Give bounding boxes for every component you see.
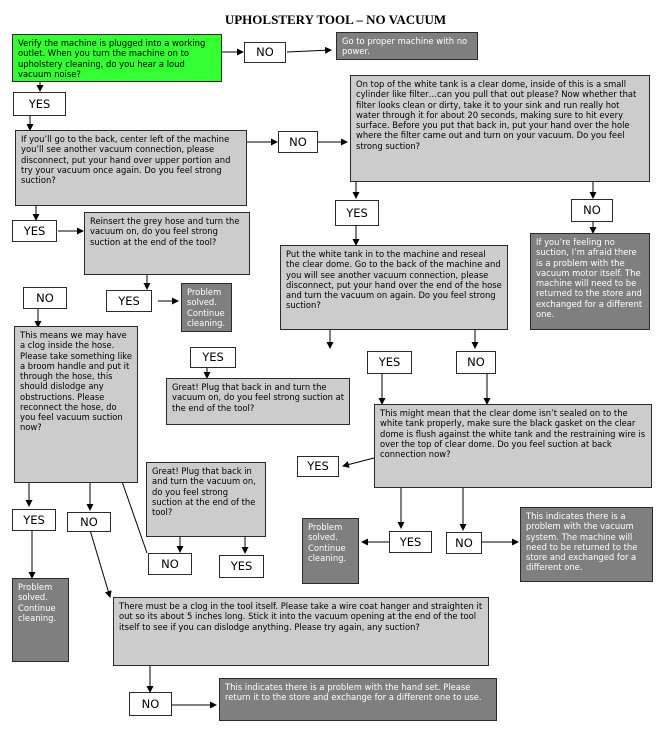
problem-solved-box-1: Problem solved. Continue cleaning. [181,283,232,332]
no-label-hose-clog: NO [67,512,111,532]
problem-solved-box-3: Problem solved. Continue cleaning. [12,578,69,662]
yes-label-dome-seal-2: YES [389,531,432,553]
yes-label-plug-back-2: YES [219,555,264,578]
yes-label-reinsert-hose: YES [106,290,152,312]
no-label-filter: NO [571,199,613,222]
page-title: UPHOLSTERY TOOL – NO VACUUM [224,12,447,27]
no-label-reinsert-hose: NO [23,287,67,309]
vacuum-system-problem-box: This indicates there is a problem with t… [520,507,653,582]
no-label-back-connection: NO [278,131,318,153]
plug-back-question-box-1: Great! Plug that back in and turn the va… [166,378,350,425]
problem-solved-box-2: Problem solved. Continue cleaning. [302,518,359,584]
no-label-dome-seal: NO [446,532,482,554]
no-label-start: NO [244,42,286,63]
vacuum-motor-problem-box: If you’re feeling no suction, I’m afraid… [530,233,650,330]
back-connection-question-box: If you’ll go to the back, center left of… [15,130,247,206]
reseal-dome-question-box: Put the white tank in to the machine and… [280,245,508,330]
wrong-machine-box: Go to proper machine with no power. [336,32,478,60]
yes-label-dome-seal: YES [297,456,339,477]
plug-back-question-box-2: Great! Plug that back in and turn the va… [146,462,266,537]
no-label-reseal-dome: NO [456,351,496,374]
filter-question-box: On top of the white tank is a clear dome… [350,75,650,182]
hand-set-problem-box: This indicates there is a problem with t… [219,678,497,721]
clear-dome-seal-question-box: This might mean that the clear dome isn’… [374,404,652,488]
start-question-box: Verify the machine is plugged into a wor… [12,34,222,82]
yes-label-back-connection: YES [12,220,57,242]
yes-label-reseal-dome: YES [367,351,412,374]
hose-clog-question-box: This means we may have a clog inside the… [14,326,138,483]
yes-label-plug-back-1: YES [190,347,236,368]
yes-label-start: YES [13,92,66,116]
reinsert-hose-question-box: Reinsert the grey hose and turn the vacu… [84,212,250,275]
tool-clog-question-box: There must be a clog in the tool itself.… [113,597,489,666]
yes-label-filter: YES [335,200,379,226]
no-label-tool-clog: NO [129,692,172,716]
yes-label-hose-clog: YES [12,509,56,531]
no-label-plug-back-2: NO [148,553,192,575]
